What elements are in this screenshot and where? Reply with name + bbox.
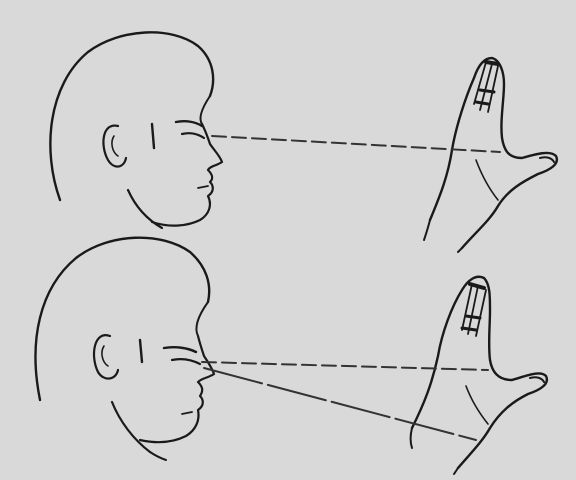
top-fingertips — [486, 62, 498, 64]
